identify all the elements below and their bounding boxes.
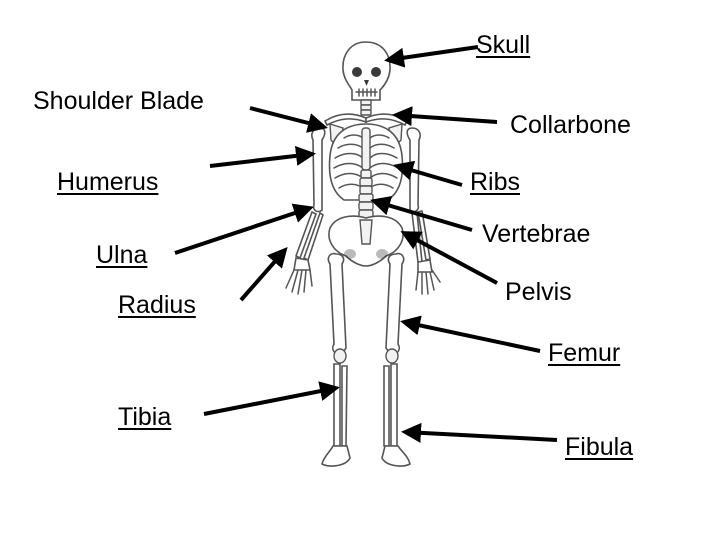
femur-label: Femur [548,339,621,367]
humerus-label: Humerus [57,168,159,196]
skull-bone [342,41,391,101]
pelvis-arrow [400,231,498,285]
pelvis-label: Pelvis [505,278,572,306]
vertebrae-label: Vertebrae [482,220,591,248]
skull-arrow [384,45,479,68]
radius-label: Radius [118,291,196,319]
tibia-fibula-bones [333,363,398,447]
kneecap [333,348,347,364]
skeleton-figure [285,41,441,467]
spine-vertebrae [358,169,374,219]
vertebrae-arrow [370,195,473,232]
femur-bone [327,252,405,356]
label-arrows [174,45,558,443]
shoulder-blade-arrow [249,106,328,133]
humerus-arrow [209,145,316,168]
forearm-bones [295,210,431,263]
shoulder-blade-label: Shoulder Blade [33,87,204,115]
collarbone-arrow [392,106,498,127]
skull-label: Skull [476,31,531,59]
neck-vertebrae [360,99,372,116]
ulna-label: Ulna [96,241,148,269]
femur-arrow [400,315,541,353]
fibula-arrow [401,422,558,443]
hand-bones [285,257,441,295]
tibia-arrow [203,381,340,416]
ulna-arrow [174,203,314,255]
fibula-label: Fibula [565,433,634,461]
tibia-label: Tibia [118,403,172,431]
ribs-arrow [393,160,463,187]
pelvis-bone [328,215,404,267]
collarbone-label: Collarbone [510,111,631,139]
ribs-label: Ribs [470,168,521,196]
foot-bones [321,445,411,467]
radius-arrow [239,246,288,302]
